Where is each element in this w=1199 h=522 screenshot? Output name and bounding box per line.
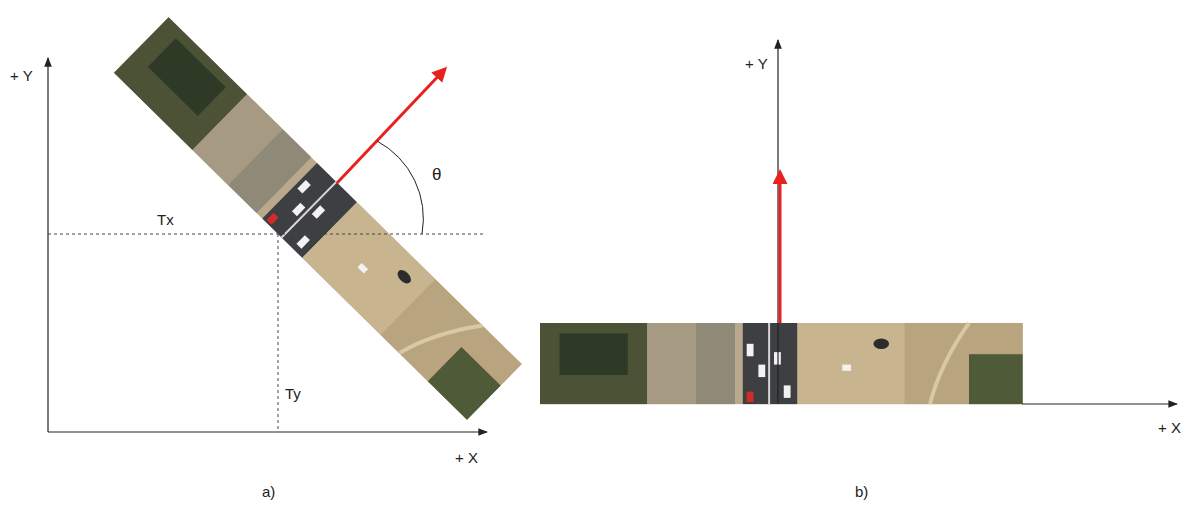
axis-label: + X (455, 450, 478, 465)
axis-label: + X (1158, 420, 1181, 435)
panel-label: b) (855, 484, 868, 499)
axis-label: + Y (10, 68, 33, 83)
dimension-label: Ty (285, 386, 301, 401)
angle-label: θ (432, 166, 441, 183)
dimension-label: Tx (157, 212, 174, 227)
panel-label: a) (262, 484, 275, 499)
axis-label: + Y (745, 56, 768, 71)
